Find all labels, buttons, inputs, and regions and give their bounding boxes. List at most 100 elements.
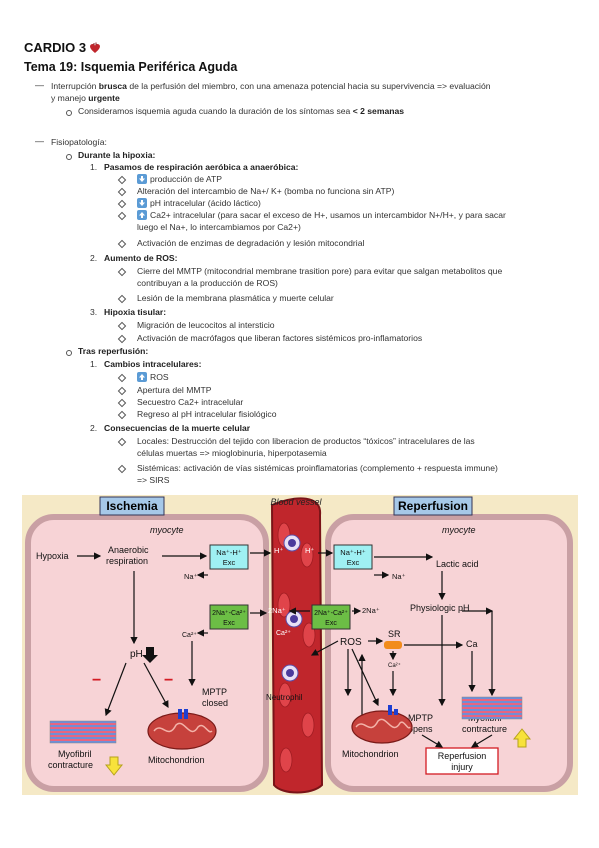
exchanger-label: Na⁺-H⁺ xyxy=(216,548,241,557)
exchanger-label: Na⁺-H⁺ xyxy=(340,548,365,557)
anaerobic-label: Anaerobic xyxy=(108,545,149,555)
na-label: 2Na⁺ xyxy=(268,606,286,615)
exchanger-label: 2Na⁺-Ca²⁺ xyxy=(212,610,246,617)
physiologic-ph-label: Physiologic pH xyxy=(410,603,470,613)
list-item: pH intracelular (ácido láctico) xyxy=(137,198,261,210)
down-arrow-icon xyxy=(104,756,124,776)
ca-label: Ca²⁺ xyxy=(182,632,197,639)
list-item: Secuestro Ca2+ intracelular xyxy=(137,397,244,407)
mptp-label: MPTP xyxy=(408,713,433,723)
hypoxia-label: Hypoxia xyxy=(36,551,69,561)
myocyte-label-left: myocyte xyxy=(150,525,184,535)
ros-label: ROS xyxy=(340,637,362,648)
neutrophil-icon xyxy=(281,534,303,682)
myocyte-label-right: myocyte xyxy=(442,525,476,535)
pathway-arrows xyxy=(77,549,496,748)
list-item-cont: => SIRS xyxy=(137,475,170,485)
r2-title: Consecuencias de la muerte celular xyxy=(104,423,251,433)
bullet-diamond xyxy=(117,321,127,331)
intro-line-2: y manejo urgente xyxy=(51,93,120,103)
n1-title: Pasamos de respiración aeróbica a anaeró… xyxy=(104,162,299,172)
list-item: Lesión de la membrana plasmática y muert… xyxy=(137,293,334,303)
ph-down-arrow-icon xyxy=(142,647,158,663)
intro-line-3: Consideramos isquemia aguda cuando la du… xyxy=(78,106,405,116)
bullet-diamond xyxy=(117,175,127,185)
bullet-dash: — xyxy=(35,136,44,146)
bullet-diamond xyxy=(117,373,127,383)
title-text: CARDIO 3 xyxy=(24,40,87,55)
fisio-label: Fisiopatología: xyxy=(51,137,107,147)
exchanger-label: Exc xyxy=(223,620,235,627)
list-item: Migración de leucocitos al intersticio xyxy=(137,320,275,330)
bullet-diamond xyxy=(117,267,127,277)
bullet-diamond xyxy=(117,334,127,344)
reperfusion-injury-box xyxy=(425,747,499,775)
myofibril-left xyxy=(49,720,117,744)
ca-label: Ca xyxy=(466,639,478,649)
contracture-label: contracture xyxy=(48,760,93,770)
na-label: Na⁺ xyxy=(392,572,406,581)
bullet-diamond xyxy=(117,294,127,304)
na-label: Na⁺ xyxy=(184,572,198,581)
list-item: Ca2+ intracelular (para sacar el exceso … xyxy=(137,210,506,222)
n3-title: Hipoxia tisular: xyxy=(104,307,167,317)
r1-title: Cambios intracelulares: xyxy=(104,359,202,369)
list-number: 2. xyxy=(90,423,98,433)
list-number: 2. xyxy=(90,253,98,263)
list-item: Locales: Destrucción del tejido con libe… xyxy=(137,436,475,446)
mptp-label: MPTP xyxy=(202,687,227,697)
bullet-circle xyxy=(66,350,72,356)
reperfusion-injury-label: Reperfusion xyxy=(438,751,487,761)
ischemia-reperfusion-diagram: Ischemia Reperfusion Blood vessel myocyt… xyxy=(22,495,578,795)
bullet-diamond xyxy=(117,199,127,209)
page-subtitle: Tema 19: Isquemia Periférica Aguda xyxy=(24,60,238,74)
ca-label: Ca²⁺ xyxy=(276,630,291,637)
bullet-diamond xyxy=(117,410,127,420)
exchanger-label: Exc xyxy=(325,620,337,627)
vessel-label: Blood vessel xyxy=(270,497,322,507)
list-number: 1. xyxy=(90,162,98,172)
up-arrow-icon xyxy=(512,728,532,748)
list-number: 1. xyxy=(90,359,98,369)
list-item: producción de ATP xyxy=(137,174,222,186)
h-label: H⁺ xyxy=(305,546,314,555)
na-ca-exchanger-right xyxy=(311,604,351,630)
mitochondrion-right xyxy=(351,705,413,744)
sarcoplasmic-reticulum xyxy=(384,641,402,649)
ph-label: pH xyxy=(130,649,143,660)
list-item-cont: células muertas => mioglobinuria, hiperp… xyxy=(137,448,327,458)
list-item: Sistémicas: activación de vías sistémica… xyxy=(137,463,498,473)
page-title: CARDIO 3 xyxy=(24,40,101,55)
contracture-label: contracture xyxy=(462,724,507,734)
na-label: 2Na⁺ xyxy=(362,606,380,615)
bullet-diamond xyxy=(117,187,127,197)
h-label: H⁺ xyxy=(274,546,283,555)
ischemia-label: Ischemia xyxy=(106,499,158,513)
list-number: 3. xyxy=(90,307,98,317)
list-item-cont: luego el Na+, lo intercambiamos por Ca2+… xyxy=(137,222,301,232)
minus-sign: − xyxy=(92,672,101,689)
list-item: Cierre del MMTP (mitocondrial membrane t… xyxy=(137,266,503,276)
n2-title: Aumento de ROS: xyxy=(104,253,178,263)
opens-label: opens xyxy=(408,724,433,734)
bullet-circle xyxy=(66,154,72,160)
hipoxia-heading: Durante la hipoxia: xyxy=(78,150,156,160)
mitochondrion-label: Mitochondrion xyxy=(148,755,205,765)
na-h-exchanger-right xyxy=(333,544,373,570)
list-item: Activación de macrófagos que liberan fac… xyxy=(137,333,423,343)
na-h-exchanger-left xyxy=(209,544,249,570)
bullet-diamond xyxy=(117,211,127,221)
bullet-diamond xyxy=(117,464,127,474)
list-item: Apertura del MMTP xyxy=(137,385,212,395)
anatomical-heart-icon xyxy=(90,42,101,53)
myofibril-right xyxy=(461,696,523,720)
bullet-diamond xyxy=(117,386,127,396)
down-arrow-icon xyxy=(137,174,147,184)
mitochondrion-label: Mitochondrion xyxy=(342,749,399,759)
neutrophil-label: Neutrophil xyxy=(266,693,303,702)
up-arrow-icon xyxy=(137,210,147,220)
ca-label: Ca²⁺ xyxy=(388,662,401,669)
bullet-diamond xyxy=(117,239,127,249)
bullet-circle xyxy=(66,110,72,116)
